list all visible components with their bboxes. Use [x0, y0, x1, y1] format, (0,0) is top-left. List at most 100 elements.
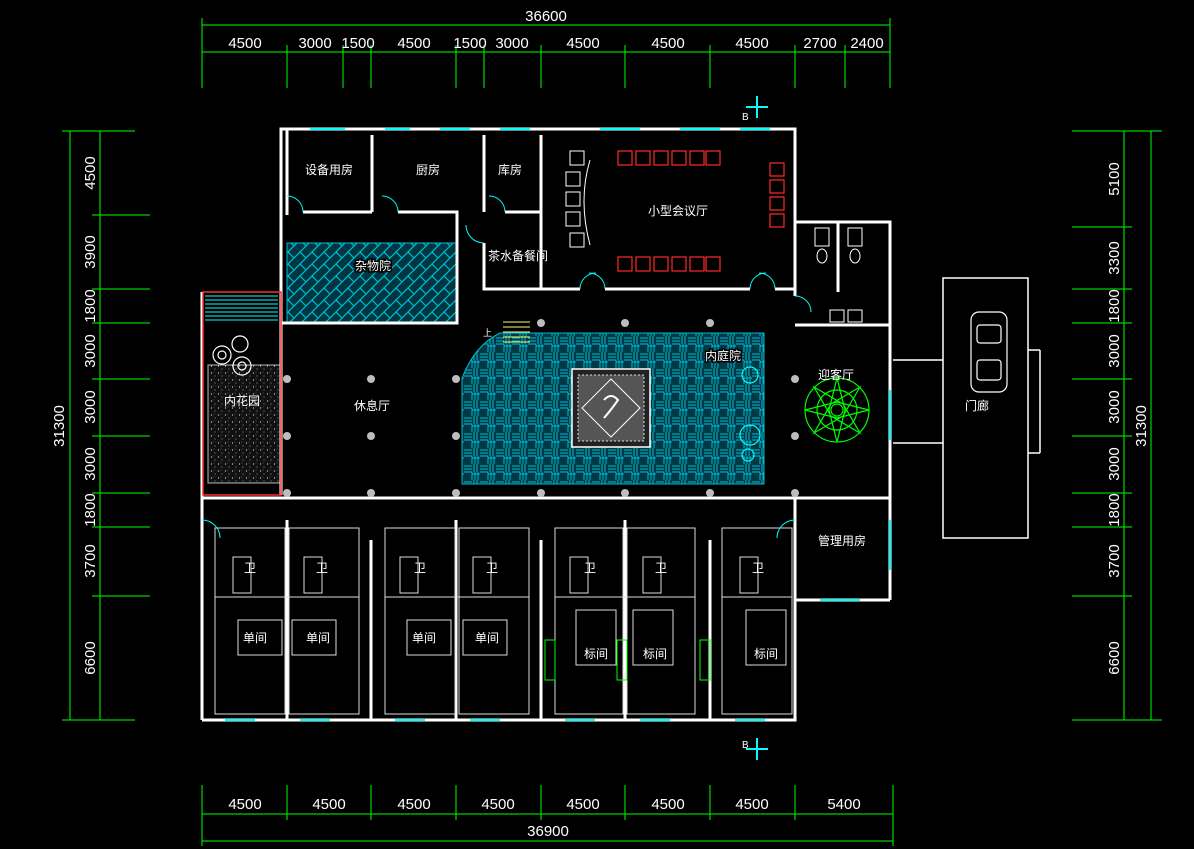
room-label-bath: 卫 [752, 561, 764, 575]
dim-left-seg: 3000 [82, 334, 99, 367]
bottom-windows [225, 128, 891, 721]
garden-red-outline [202, 291, 282, 496]
dimension-left [62, 130, 150, 721]
inner-garden-planting [207, 364, 282, 484]
meeting-room-sofas [565, 150, 591, 248]
room-label-management: 管理用房 [818, 533, 866, 548]
section-mark-bottom-label: B [742, 740, 749, 751]
room-label-equipment: 设备用房 [305, 162, 353, 177]
stair-up-label: 上 [483, 328, 492, 339]
room-label-kitchen: 厨房 [416, 162, 440, 177]
room-label-porch: 门廊 [965, 398, 989, 413]
dim-right-seg: 3700 [1106, 544, 1123, 577]
dim-top-seg: 1500 [453, 35, 486, 52]
dim-bottom-seg: 4500 [312, 796, 345, 813]
room-labels: 设备用房 厨房 库房 小型会议厅 杂物院 茶水备餐间 内花园 休息厅 内庭院 迎… [224, 162, 989, 661]
room-label-inner-courtyard: 内庭院 [705, 348, 741, 363]
section-mark-top [746, 96, 768, 118]
dim-top-seg: 4500 [228, 35, 261, 52]
dim-right-seg: 1800 [1106, 493, 1123, 526]
room-label-standard: 标间 [754, 647, 778, 661]
courtyard-centre-feature [571, 368, 651, 448]
room-label-bath: 卫 [414, 561, 426, 575]
dim-right-seg: 1800 [1106, 289, 1123, 322]
dim-bottom-seg: 4500 [735, 796, 768, 813]
dim-bottom-seg: 4500 [228, 796, 261, 813]
dim-left-seg: 3700 [82, 544, 99, 577]
dim-right-total: 31300 [1133, 405, 1150, 447]
dim-top-seg: 4500 [735, 35, 768, 52]
meeting-room-chairs [617, 150, 785, 272]
reception-rosette [804, 377, 870, 443]
dim-top-seg: 1500 [341, 35, 374, 52]
room-label-standard: 标间 [643, 647, 667, 661]
dim-top-seg: 4500 [651, 35, 684, 52]
dim-right-seg: 3000 [1106, 334, 1123, 367]
room-label-inner-garden: 内花园 [224, 393, 260, 408]
room-label-bath: 卫 [486, 561, 498, 575]
dim-right-seg: 3000 [1106, 447, 1123, 480]
section-mark-top-label: B [742, 112, 749, 123]
dim-bottom-labels: 4500 4500 4500 4500 4500 4500 4500 5400 [228, 796, 860, 813]
dim-top-seg: 3000 [298, 35, 331, 52]
dim-top-labels: 4500 3000 1500 4500 1500 3000 4500 4500 … [228, 35, 883, 52]
room-label-meeting: 小型会议厅 [648, 204, 708, 218]
dim-bottom-seg: 4500 [397, 796, 430, 813]
dim-left-seg: 6600 [82, 641, 99, 674]
door-swings [201, 195, 812, 539]
room-label-single: 单间 [306, 631, 330, 645]
room-label-storage: 库房 [498, 162, 522, 177]
room-label-bath: 卫 [655, 561, 667, 575]
dim-left-seg: 3000 [82, 447, 99, 480]
dim-right-labels: 5100 3300 1800 3000 3000 3000 1800 3700 … [1106, 162, 1123, 674]
dim-bottom-seg: 4500 [651, 796, 684, 813]
room-label-reception: 迎客厅 [818, 367, 854, 382]
dim-left-seg: 3900 [82, 235, 99, 268]
room-label-single: 单间 [412, 631, 436, 645]
dim-bottom-seg: 4500 [566, 796, 599, 813]
room-label-single: 单间 [475, 631, 499, 645]
dim-top-seg: 2700 [803, 35, 836, 52]
toilet-fixtures [814, 227, 863, 323]
courtyard-stair [503, 321, 530, 343]
dim-right-seg: 3000 [1106, 390, 1123, 423]
dim-top-seg: 4500 [397, 35, 430, 52]
standard-room-green-beds [544, 639, 711, 681]
dim-top-total: 36600 [525, 8, 567, 25]
dim-top-seg: 3000 [495, 35, 528, 52]
dim-bottom-total: 36900 [527, 823, 569, 840]
room-label-bath: 卫 [584, 561, 596, 575]
dim-left-seg: 1800 [82, 493, 99, 526]
garden-stair [205, 295, 278, 321]
section-mark-bottom [746, 738, 768, 760]
dim-top-seg: 4500 [566, 35, 599, 52]
dim-left-seg: 1800 [82, 289, 99, 322]
dim-right-seg: 6600 [1106, 641, 1123, 674]
room-label-single: 单间 [243, 631, 267, 645]
dim-left-labels: 4500 3900 1800 3000 3000 3000 1800 3700 … [82, 156, 99, 674]
dim-left-seg: 4500 [82, 156, 99, 189]
room-label-lounge: 休息厅 [354, 398, 390, 413]
sundries-yard-paving [286, 242, 458, 324]
room-label-bath: 卫 [244, 561, 256, 575]
room-label-bath: 卫 [316, 561, 328, 575]
dim-left-total: 31300 [51, 405, 68, 447]
porch [893, 277, 1041, 539]
columns [283, 319, 799, 497]
dimension-top [201, 18, 891, 88]
guest-room-units [214, 527, 793, 715]
dim-bottom-seg: 4500 [481, 796, 514, 813]
car-icon [970, 311, 1008, 393]
garden-trees [212, 335, 252, 376]
dimension-right [1072, 130, 1162, 721]
room-label-tea-prep: 茶水备餐间 [488, 248, 548, 263]
room-label-sundries-yard: 杂物院 [355, 259, 391, 273]
courtyard-plants [739, 366, 761, 462]
dim-bottom-seg: 5400 [827, 796, 860, 813]
dim-right-seg: 3300 [1106, 241, 1123, 274]
dimension-bottom [201, 785, 894, 846]
room-label-standard: 标间 [584, 647, 608, 661]
dim-top-seg: 2400 [850, 35, 883, 52]
dim-right-seg: 5100 [1106, 162, 1123, 195]
